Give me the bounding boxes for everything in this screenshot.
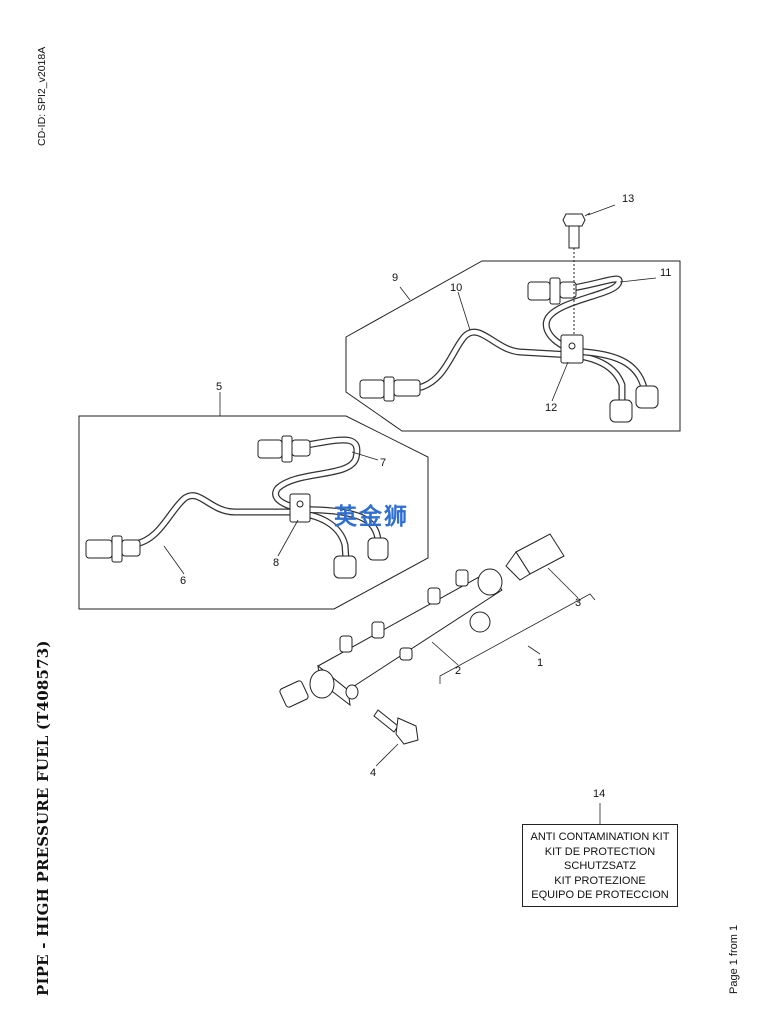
callout-12: 12 <box>545 402 557 414</box>
bolt-part-4 <box>373 709 419 745</box>
callout-10: 10 <box>450 282 462 294</box>
fuel-rail-part-2 <box>279 568 503 708</box>
watermark-logo: 英金狮 <box>334 503 409 530</box>
callout-3: 3 <box>575 597 581 609</box>
pressure-valve-part-3 <box>505 533 565 581</box>
pipe-part-10 <box>414 328 626 412</box>
callout-13: 13 <box>622 193 634 205</box>
bolt-part-13 <box>562 213 586 334</box>
callout-5: 5 <box>216 381 222 393</box>
pipe-part-7 <box>272 436 382 544</box>
kit-line-es: EQUIPO DE PROTECCION <box>531 889 669 902</box>
pipe-part-11 <box>542 275 649 396</box>
callout-14: 14 <box>593 788 605 800</box>
group-frame-5 <box>78 415 429 610</box>
callout-6: 6 <box>180 575 186 587</box>
anti-contamination-kit-box: ANTI CONTAMINATION KIT KIT DE PROTECTION… <box>522 824 678 907</box>
callout-1: 1 <box>537 657 543 669</box>
kit-line-fr: KIT DE PROTECTION <box>544 845 656 858</box>
callout-11: 11 <box>660 267 671 279</box>
callout-9: 9 <box>392 272 398 284</box>
fittings-upper <box>359 277 659 423</box>
callout-4: 4 <box>370 767 376 779</box>
group-frame-9 <box>345 260 681 432</box>
fittings-lower <box>85 435 389 579</box>
callout-8: 8 <box>273 557 279 569</box>
kit-line-de: SCHUTZSATZ <box>564 860 636 873</box>
callout-7: 7 <box>380 457 386 469</box>
kit-line-en: ANTI CONTAMINATION KIT <box>530 831 670 843</box>
kit-line-it: KIT PROTEZIONE <box>554 874 646 887</box>
pipe-part-6 <box>131 492 350 564</box>
callout-2: 2 <box>455 665 461 677</box>
leader-lines <box>163 204 657 824</box>
